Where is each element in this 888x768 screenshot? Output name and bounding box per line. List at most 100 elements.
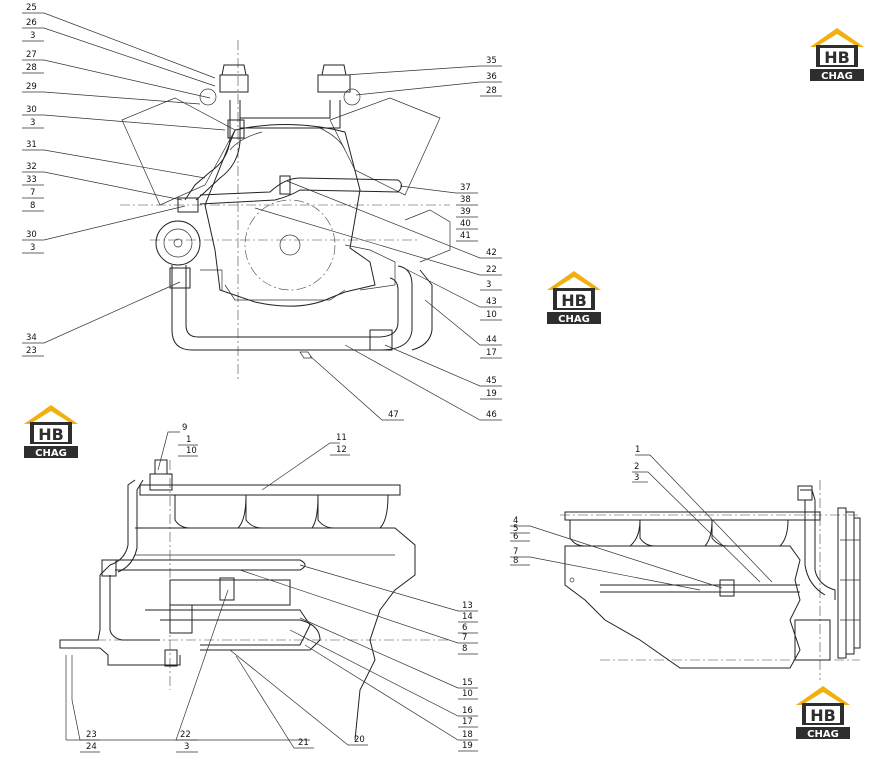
callout-c47: 47 bbox=[388, 410, 399, 420]
callout-c7a: 7 bbox=[30, 188, 35, 198]
svg-text:HB: HB bbox=[810, 706, 836, 725]
callout-c28a: 28 bbox=[26, 63, 37, 73]
left-vertical-pipe bbox=[99, 479, 136, 576]
callout-c3f: 3 bbox=[634, 473, 639, 483]
left-view-leaders bbox=[71, 431, 478, 753]
callout-labels: 2526327282930331323378303342335362837383… bbox=[26, 3, 640, 752]
thermostat-9 bbox=[154, 459, 168, 475]
callout-c19b: 19 bbox=[462, 741, 473, 751]
callout-c25: 25 bbox=[26, 3, 37, 13]
callout-c28b: 28 bbox=[486, 86, 497, 96]
callout-c17b: 17 bbox=[462, 717, 473, 727]
callout-c2: 2 bbox=[634, 462, 639, 472]
callout-c8a: 8 bbox=[30, 201, 35, 211]
callout-c43: 43 bbox=[486, 297, 497, 307]
callout-c15: 15 bbox=[462, 678, 473, 688]
pulley-2 bbox=[845, 511, 855, 655]
left-side-view bbox=[59, 459, 450, 741]
callout-c10a: 10 bbox=[486, 310, 497, 320]
callout-c7b: 7 bbox=[462, 633, 467, 643]
callout-c19a: 19 bbox=[486, 389, 497, 399]
callout-c3e: 3 bbox=[184, 742, 189, 752]
lower-left-pipe bbox=[59, 575, 181, 666]
thermostat-left bbox=[219, 64, 249, 93]
callout-c1b: 1 bbox=[635, 445, 640, 455]
callout-c26: 26 bbox=[26, 18, 37, 28]
callout-c37: 37 bbox=[460, 183, 471, 193]
right-view-leaders bbox=[510, 454, 773, 591]
callout-c30b: 30 bbox=[26, 230, 37, 240]
callout-c22a: 22 bbox=[486, 265, 497, 275]
svg-text:CHAG: CHAG bbox=[558, 314, 590, 325]
callout-c31: 31 bbox=[26, 140, 37, 150]
callout-c6b: 6 bbox=[513, 532, 518, 542]
callout-c32: 32 bbox=[26, 162, 37, 172]
engine-block bbox=[204, 123, 376, 307]
head-rail bbox=[139, 484, 401, 496]
pipe-coupling-34 bbox=[169, 267, 191, 289]
callout-c12: 12 bbox=[336, 445, 347, 455]
left-riser-pipe bbox=[184, 100, 231, 201]
callout-c42: 42 bbox=[486, 248, 497, 258]
callout-c36: 36 bbox=[486, 72, 497, 82]
callout-c34: 34 bbox=[26, 333, 37, 343]
callout-c3a: 3 bbox=[30, 31, 35, 41]
callout-c10c: 10 bbox=[462, 689, 473, 699]
callout-c35: 35 bbox=[486, 56, 497, 66]
top-view bbox=[120, 40, 451, 380]
pipe-coupling-45 bbox=[369, 329, 393, 351]
oil-pipe bbox=[600, 584, 800, 593]
callout-c5: 5 bbox=[513, 524, 518, 534]
callout-c17a: 17 bbox=[486, 348, 497, 358]
lower-pipe-loop bbox=[171, 265, 413, 351]
logo-mark: HB CHAG bbox=[796, 686, 850, 740]
mid-cross-pipe bbox=[199, 177, 402, 205]
callout-c8c: 8 bbox=[513, 556, 518, 566]
callout-c39: 39 bbox=[460, 207, 471, 217]
right-cylinder-bank bbox=[329, 97, 441, 196]
thermostat-right bbox=[317, 64, 351, 93]
callout-c3d: 3 bbox=[486, 280, 491, 290]
callout-c4: 4 bbox=[513, 516, 518, 526]
callout-c27: 27 bbox=[26, 50, 37, 60]
callout-c44: 44 bbox=[486, 335, 497, 345]
svg-text:HB: HB bbox=[561, 291, 587, 310]
left-cylinder-bank bbox=[121, 97, 236, 206]
callout-c45: 45 bbox=[486, 376, 497, 386]
callout-c1a: 1 bbox=[186, 435, 191, 445]
logo-mark: HB CHAG bbox=[547, 271, 601, 325]
callout-c3b: 3 bbox=[30, 118, 35, 128]
block-outline bbox=[135, 527, 416, 741]
callout-c24: 24 bbox=[86, 742, 97, 752]
callout-c13: 13 bbox=[462, 601, 473, 611]
callout-c10b: 10 bbox=[186, 446, 197, 456]
block-outline-right bbox=[564, 545, 801, 669]
right-side-view bbox=[560, 480, 861, 680]
callout-c8b: 8 bbox=[462, 644, 467, 654]
water-pump bbox=[155, 220, 201, 266]
callout-c21: 21 bbox=[298, 738, 309, 748]
svg-text:CHAG: CHAG bbox=[807, 729, 839, 740]
callout-c20: 20 bbox=[354, 735, 365, 745]
brand-logo: HB CHAG bbox=[792, 683, 854, 741]
callout-c33: 33 bbox=[26, 175, 37, 185]
callout-c14a: 14 bbox=[462, 612, 473, 622]
svg-text:HB: HB bbox=[824, 48, 850, 67]
callout-c41: 41 bbox=[460, 231, 471, 241]
callout-c40: 40 bbox=[460, 219, 471, 229]
callout-c46: 46 bbox=[486, 410, 497, 420]
callout-c16: 16 bbox=[462, 706, 473, 716]
callout-c18: 18 bbox=[462, 730, 473, 740]
callout-c7c: 7 bbox=[513, 547, 518, 557]
callout-c30a: 30 bbox=[26, 105, 37, 115]
brand-logo: HB CHAG bbox=[543, 268, 605, 326]
callout-c23a: 23 bbox=[26, 346, 37, 356]
pulley-1 bbox=[837, 507, 847, 659]
callout-c3c: 3 bbox=[30, 243, 35, 253]
callout-c23b: 23 bbox=[86, 730, 97, 740]
